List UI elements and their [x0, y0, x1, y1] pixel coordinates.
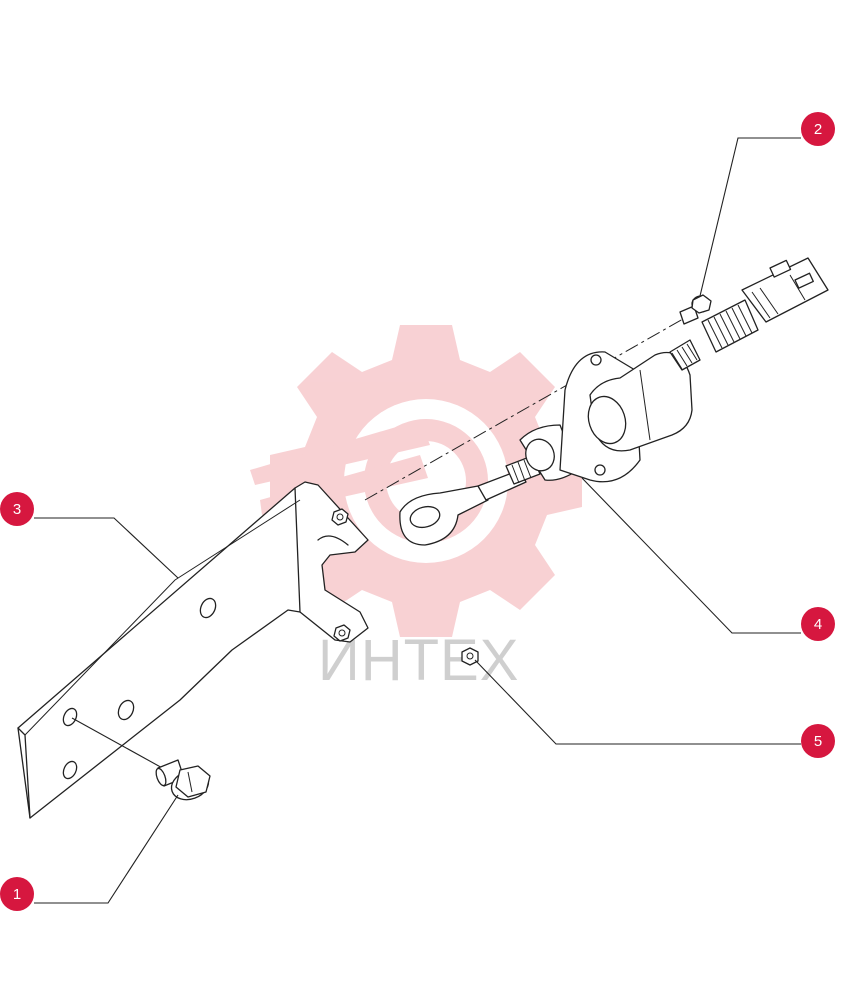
callout-label: 4 [814, 616, 822, 633]
connector-screw-part [679, 257, 829, 353]
flange-bolt-part [71, 717, 211, 801]
callout-1[interactable]: 1 [0, 877, 34, 911]
leader-line-4 [581, 477, 801, 634]
callout-label: 2 [814, 121, 822, 138]
bracket-part [17, 481, 369, 819]
leader-line-1 [34, 794, 179, 904]
callout-3[interactable]: 3 [0, 492, 34, 526]
callout-4[interactable]: 4 [801, 607, 835, 641]
leader-lines [34, 137, 801, 904]
nut-part [461, 647, 479, 666]
callout-5[interactable]: 5 [801, 724, 835, 758]
leader-line-5 [474, 659, 801, 745]
gear-watermark-icon [250, 325, 582, 637]
watermark: ИНТЕХ [250, 325, 582, 693]
solenoid-part [399, 339, 701, 546]
callout-label: 5 [814, 733, 822, 750]
callout-label: 3 [13, 501, 21, 518]
callout-badge [801, 607, 835, 641]
callout-badge [801, 112, 835, 146]
callout-2[interactable]: 2 [801, 112, 835, 146]
callout-badge [801, 724, 835, 758]
callout-badge [0, 492, 34, 526]
callout-badge [0, 877, 34, 911]
leader-line-2 [699, 137, 801, 297]
callout-label: 1 [13, 886, 21, 903]
assembly-axis-line [364, 314, 691, 501]
leader-line-3 [34, 517, 179, 579]
